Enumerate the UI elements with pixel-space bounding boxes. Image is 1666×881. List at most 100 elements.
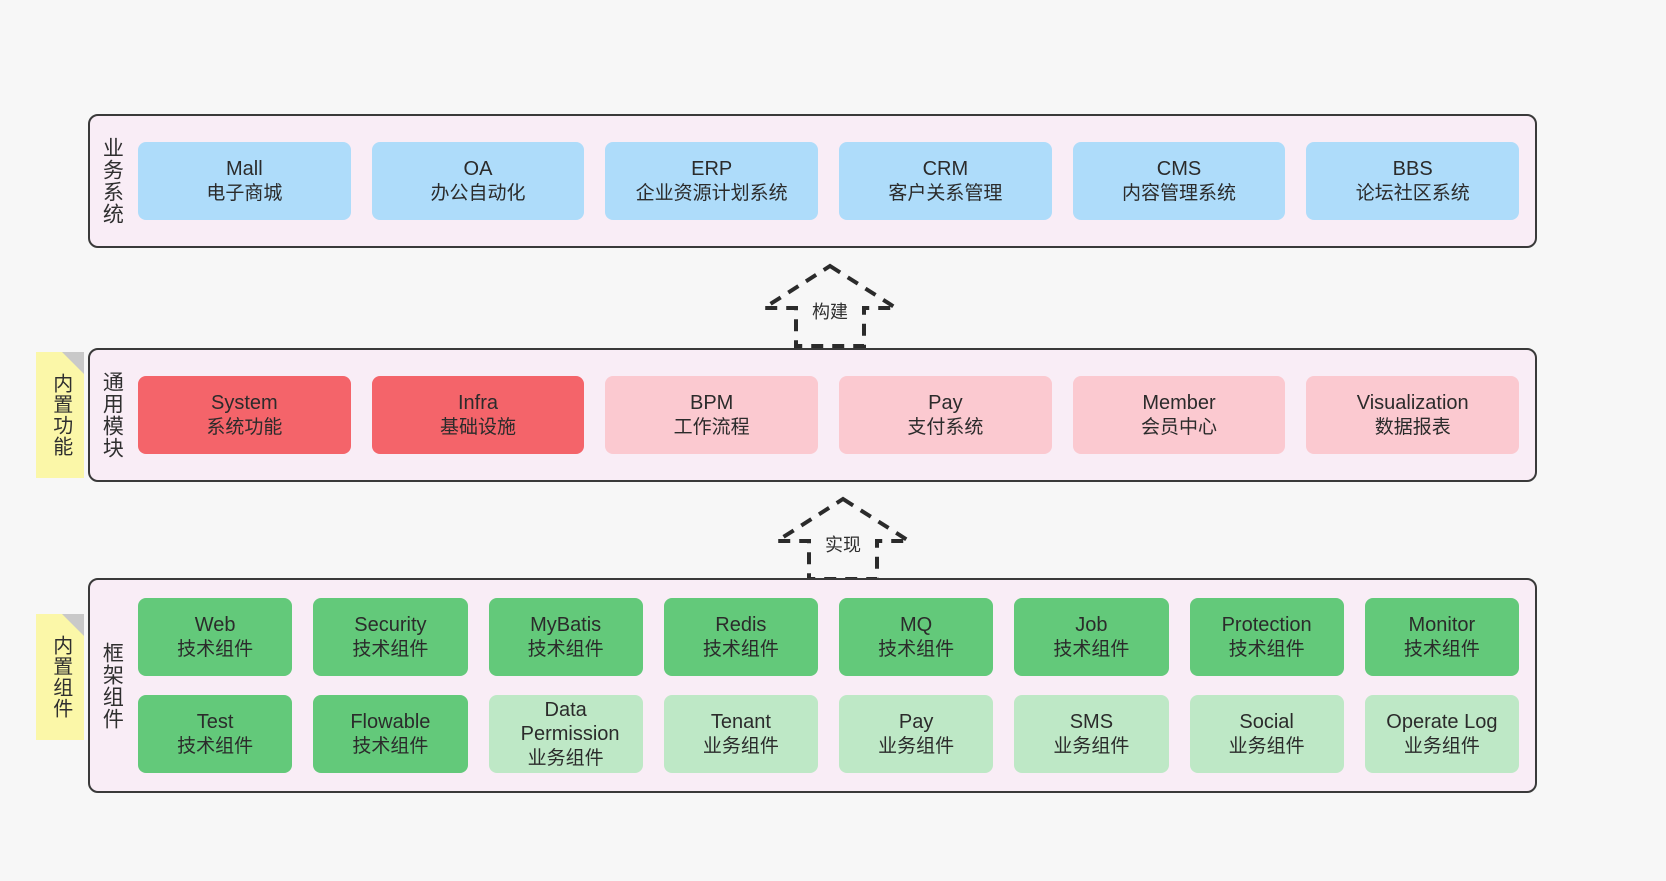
sticky-note-label: 内置组件 — [49, 635, 72, 719]
layer-body-business-system: Mall 电子商城 OA 办公自动化 ERP 企业资源计划系统 CRM 客户关系… — [132, 116, 1535, 246]
cell-title: Operate Log — [1386, 711, 1498, 734]
layer-body-framework-component: Web 技术组件 Security 技术组件 MyBatis 技术组件 Redi… — [132, 580, 1535, 791]
cell-visualization[interactable]: Visualization 数据报表 — [1306, 376, 1520, 454]
row-tech-components: Web 技术组件 Security 技术组件 MyBatis 技术组件 Redi… — [138, 598, 1519, 676]
cell-title: Pay — [928, 392, 963, 415]
cell-subtitle: 工作流程 — [673, 416, 750, 438]
cell-subtitle: 技术组件 — [1228, 638, 1305, 660]
cell-title: Test — [196, 711, 234, 734]
cell-infra[interactable]: Infra 基础设施 — [371, 376, 585, 454]
sticky-note-builtin-component[interactable]: 内置组件 — [36, 614, 84, 740]
cell-job[interactable]: Job 技术组件 — [1014, 598, 1169, 676]
cell-title: CRM — [922, 158, 969, 181]
cell-member[interactable]: Member 会员中心 — [1072, 376, 1286, 454]
cell-sms[interactable]: SMS 业务组件 — [1014, 695, 1169, 773]
cell-title: Flowable — [350, 711, 431, 734]
cell-operate-log[interactable]: Operate Log 业务组件 — [1364, 695, 1519, 773]
cell-social[interactable]: Social 业务组件 — [1189, 695, 1344, 773]
cell-tenant[interactable]: Tenant 业务组件 — [663, 695, 818, 773]
connector-implement-label: 实现 — [825, 535, 861, 555]
cell-subtitle: 会员中心 — [1141, 416, 1218, 438]
cell-bpm[interactable]: BPM 工作流程 — [605, 376, 819, 454]
cell-protection[interactable]: Protection 技术组件 — [1189, 598, 1344, 676]
cell-oa[interactable]: OA 办公自动化 — [371, 142, 585, 220]
cell-title: SMS — [1069, 711, 1114, 734]
cell-subtitle: 业务组件 — [1053, 735, 1130, 757]
cell-subtitle: 技术组件 — [177, 638, 254, 660]
connector-build: 构建 — [757, 262, 903, 348]
cell-title: CMS — [1156, 158, 1202, 181]
cell-subtitle: 客户关系管理 — [888, 182, 1003, 204]
row-business-components: Test 技术组件 Flowable 技术组件 Data Permission … — [138, 695, 1519, 773]
cell-bbs[interactable]: BBS 论坛社区系统 — [1306, 142, 1520, 220]
cell-flowable[interactable]: Flowable 技术组件 — [313, 695, 468, 773]
row-business-systems: Mall 电子商城 OA 办公自动化 ERP 企业资源计划系统 CRM 客户关系… — [138, 142, 1520, 220]
cell-cms[interactable]: CMS 内容管理系统 — [1072, 142, 1286, 220]
cell-subtitle: 业务组件 — [527, 747, 604, 769]
cell-title: Data Permission — [520, 699, 620, 746]
cell-web[interactable]: Web 技术组件 — [138, 598, 293, 676]
cell-subtitle: 业务组件 — [1228, 735, 1305, 757]
sticky-fold-corner-icon — [62, 614, 84, 636]
cell-mall[interactable]: Mall 电子商城 — [138, 142, 351, 220]
cell-subtitle: 内容管理系统 — [1122, 182, 1237, 204]
cell-subtitle: 业务组件 — [1403, 735, 1480, 757]
cell-subtitle: 办公自动化 — [430, 182, 526, 204]
connector-implement: 实现 — [770, 495, 916, 581]
cell-subtitle: 技术组件 — [878, 638, 955, 660]
cell-subtitle: 论坛社区系统 — [1355, 182, 1470, 204]
layer-label-common-module: 通用模块 — [100, 371, 124, 459]
layer-business-system[interactable]: 业务系统 Mall 电子商城 OA 办公自动化 ERP 企业资源计划系统 CRM… — [88, 114, 1537, 248]
cell-data-permission[interactable]: Data Permission 业务组件 — [488, 695, 643, 773]
connector-build-label: 构建 — [812, 302, 848, 322]
cell-crm[interactable]: CRM 客户关系管理 — [839, 142, 1052, 220]
cell-title: Job — [1075, 614, 1108, 637]
cell-mq[interactable]: MQ 技术组件 — [839, 598, 994, 676]
cell-title: BBS — [1392, 158, 1433, 181]
cell-monitor[interactable]: Monitor 技术组件 — [1364, 598, 1519, 676]
cell-title: ERP — [691, 158, 733, 181]
cell-title: MQ — [900, 614, 933, 637]
layer-common-module[interactable]: 通用模块 System 系统功能 Infra 基础设施 BPM 工作流程 Pay… — [88, 348, 1537, 482]
cell-title: OA — [463, 158, 493, 181]
layer-body-common-module: System 系统功能 Infra 基础设施 BPM 工作流程 Pay 支付系统… — [132, 350, 1535, 480]
sticky-note-builtin-function[interactable]: 内置功能 — [36, 352, 84, 478]
cell-title: Tenant — [710, 711, 771, 734]
cell-mybatis[interactable]: MyBatis 技术组件 — [488, 598, 643, 676]
cell-subtitle: 支付系统 — [907, 416, 984, 438]
cell-security[interactable]: Security 技术组件 — [313, 598, 468, 676]
cell-title: Mall — [226, 158, 263, 181]
cell-title: Redis — [715, 614, 767, 637]
cell-subtitle: 系统功能 — [206, 416, 283, 438]
cell-title: BPM — [690, 392, 734, 415]
cell-subtitle: 基础设施 — [440, 416, 517, 438]
cell-subtitle: 企业资源计划系统 — [635, 182, 788, 204]
cell-subtitle: 业务组件 — [702, 735, 779, 757]
build-arrow-icon — [757, 263, 903, 348]
cell-title: Protection — [1221, 614, 1312, 637]
cell-subtitle: 技术组件 — [352, 735, 429, 757]
cell-erp[interactable]: ERP 企业资源计划系统 — [605, 142, 819, 220]
cell-title: MyBatis — [530, 614, 602, 637]
layer-label-business-system: 业务系统 — [100, 137, 124, 225]
row-common-modules: System 系统功能 Infra 基础设施 BPM 工作流程 Pay 支付系统… — [138, 376, 1520, 454]
layer-framework-component[interactable]: 框架组件 Web 技术组件 Security 技术组件 MyBatis 技术组件… — [88, 578, 1537, 793]
implement-arrow-icon — [770, 496, 916, 581]
cell-title: Pay — [898, 711, 934, 734]
cell-pay-component[interactable]: Pay 业务组件 — [839, 695, 994, 773]
cell-subtitle: 技术组件 — [1053, 638, 1130, 660]
cell-title: System — [210, 392, 278, 415]
sticky-note-label: 内置功能 — [49, 373, 72, 457]
cell-pay-module[interactable]: Pay 支付系统 — [839, 376, 1052, 454]
cell-title: Infra — [457, 392, 499, 415]
cell-subtitle: 技术组件 — [702, 638, 779, 660]
cell-subtitle: 技术组件 — [352, 638, 429, 660]
cell-redis[interactable]: Redis 技术组件 — [663, 598, 818, 676]
cell-title: Monitor — [1408, 614, 1476, 637]
cell-system[interactable]: System 系统功能 — [138, 376, 351, 454]
cell-subtitle: 技术组件 — [527, 638, 604, 660]
cell-subtitle: 技术组件 — [177, 735, 254, 757]
cell-title: Visualization — [1356, 392, 1469, 415]
cell-test[interactable]: Test 技术组件 — [138, 695, 293, 773]
